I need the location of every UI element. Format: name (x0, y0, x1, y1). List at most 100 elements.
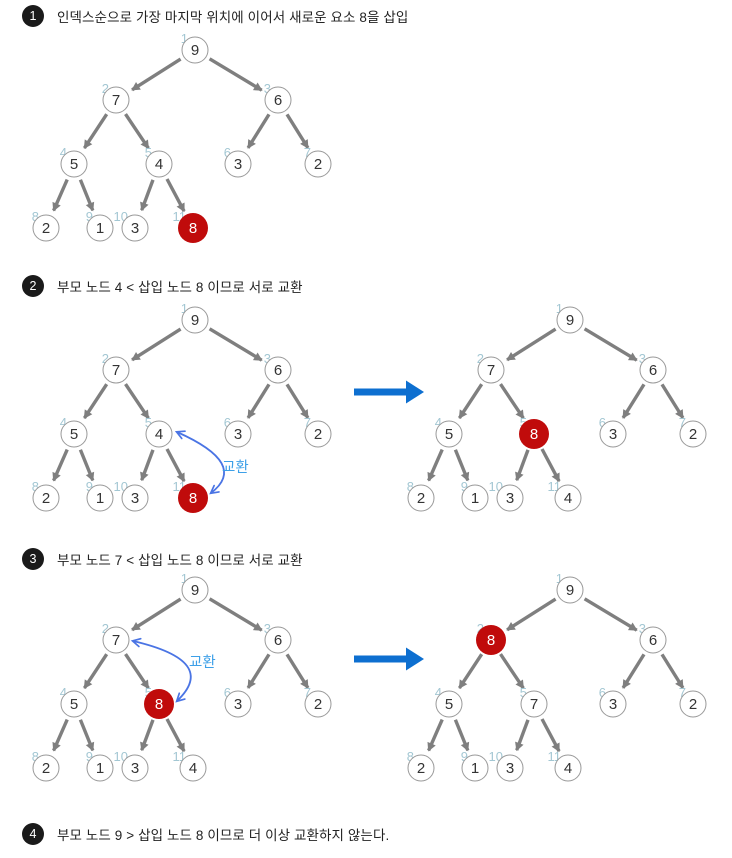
tree-node (679, 420, 707, 448)
tree-node (435, 690, 463, 718)
tree-edge-arrow (506, 597, 557, 632)
tree-edge-arrow (453, 449, 470, 482)
tree-edge-arrow (583, 597, 638, 632)
step-1-title: 인덱스순으로 가장 마지막 위치에 이어서 새로운 요소 8을 삽입 (57, 10, 409, 25)
tree-edge-arrow (457, 383, 484, 420)
tree-edge-arrow (165, 448, 186, 483)
tree-node (181, 36, 209, 64)
tree-node (639, 626, 667, 654)
tree-edge-arrow (583, 327, 638, 362)
tree-node (121, 754, 149, 782)
node-value: 8 (189, 220, 197, 237)
tree-edge-arrow (78, 179, 95, 212)
node-value: 3 (609, 696, 617, 713)
tree-edge-arrow (660, 383, 685, 419)
node-index-label: 4 (60, 145, 67, 160)
tree-edge-arrow (208, 57, 263, 92)
node-index-label: 2 (477, 351, 484, 366)
node-value: 4 (564, 490, 572, 507)
tree-edge-arrow (124, 653, 150, 690)
tree-edge-arrow (427, 718, 444, 752)
tree-node (556, 306, 584, 334)
node-value: 7 (112, 92, 120, 109)
node-value: 1 (96, 220, 104, 237)
node-index-label: 1 (181, 301, 188, 316)
tree-node (181, 306, 209, 334)
tree-node (679, 690, 707, 718)
node-index-label: 7 (679, 685, 686, 700)
node-index-label: 6 (224, 685, 231, 700)
node-value: 5 (445, 696, 453, 713)
tree-node (407, 754, 435, 782)
node-value: 2 (314, 696, 322, 713)
tree-edge-arrow (285, 113, 310, 149)
node-value: 3 (131, 490, 139, 507)
node-value: 8 (189, 490, 197, 507)
tree-node (86, 754, 114, 782)
node-index-label: 4 (60, 415, 67, 430)
node-index-label: 8 (32, 209, 39, 224)
tree-node (264, 626, 292, 654)
node-index-label: 9 (461, 479, 468, 494)
node-index-label: 9 (86, 479, 93, 494)
node-index-label: 4 (435, 685, 442, 700)
node-value: 2 (42, 490, 50, 507)
node-value: 2 (689, 426, 697, 443)
tree-edge-arrow (621, 383, 646, 419)
tree-node (32, 754, 60, 782)
step-3-header: 3 부모 노드 7 < 삽입 노드 8 이므로 서로 교환 (22, 548, 303, 570)
node-value: 1 (471, 490, 479, 507)
transition-arrow-head-icon (406, 647, 424, 671)
node-value: 7 (112, 632, 120, 649)
tree-node (304, 420, 332, 448)
tree-edge-arrow (499, 653, 525, 690)
tree-edge-arrow (506, 327, 557, 362)
tree-node-inserted (178, 213, 208, 243)
node-index-label: 5 (145, 415, 152, 430)
node-value: 1 (471, 760, 479, 777)
step-2-title: 부모 노드 4 < 삽입 노드 8 이므로 서로 교환 (57, 280, 303, 295)
node-value: 5 (70, 426, 78, 443)
node-index-label: 2 (477, 621, 484, 636)
node-value: 5 (445, 426, 453, 443)
node-index-label: 2 (102, 351, 109, 366)
node-value: 1 (96, 490, 104, 507)
swap-label: 교환 (189, 654, 216, 671)
tree-node (435, 420, 463, 448)
node-index-label: 8 (32, 479, 39, 494)
node-value: 9 (191, 582, 199, 599)
node-value: 6 (274, 92, 282, 109)
tree-node (496, 754, 524, 782)
node-value: 8 (487, 632, 495, 649)
tree-node (102, 356, 130, 384)
tree-edge-arrow (621, 653, 646, 689)
tree-edge-arrow (140, 719, 155, 752)
node-value: 3 (506, 490, 514, 507)
tree-node-inserted (519, 419, 549, 449)
tree-node (121, 214, 149, 242)
tree-node (304, 690, 332, 718)
tree-node (556, 576, 584, 604)
tree-node (224, 690, 252, 718)
tree-edge-arrow (52, 448, 69, 482)
node-value: 2 (42, 220, 50, 237)
step-4-header: 4 부모 노드 9 > 삽입 노드 8 이므로 더 이상 교환하지 않는다. (22, 823, 389, 845)
node-value: 8 (155, 696, 163, 713)
swap-label: 교환 (222, 459, 249, 476)
tree-edge-arrow (52, 178, 69, 212)
node-index-label: 5 (520, 415, 527, 430)
node-value: 3 (506, 760, 514, 777)
step-3-title: 부모 노드 7 < 삽입 노드 8 이므로 서로 교환 (57, 553, 303, 568)
tree-edge-arrow (78, 449, 95, 482)
tree-edge-arrow (285, 383, 310, 419)
tree-edge-arrow (82, 383, 109, 420)
node-index-label: 8 (407, 749, 414, 764)
transition-arrow-icon (354, 388, 406, 396)
node-value: 6 (649, 632, 657, 649)
tree-node (224, 420, 252, 448)
tree-node (121, 484, 149, 512)
heap-diagram-step-2: 192736455463728291103118교환19273645586372… (32, 301, 707, 513)
tree-edge-arrow (52, 718, 69, 752)
node-index-label: 9 (461, 749, 468, 764)
tree-edge-arrow (124, 383, 150, 420)
